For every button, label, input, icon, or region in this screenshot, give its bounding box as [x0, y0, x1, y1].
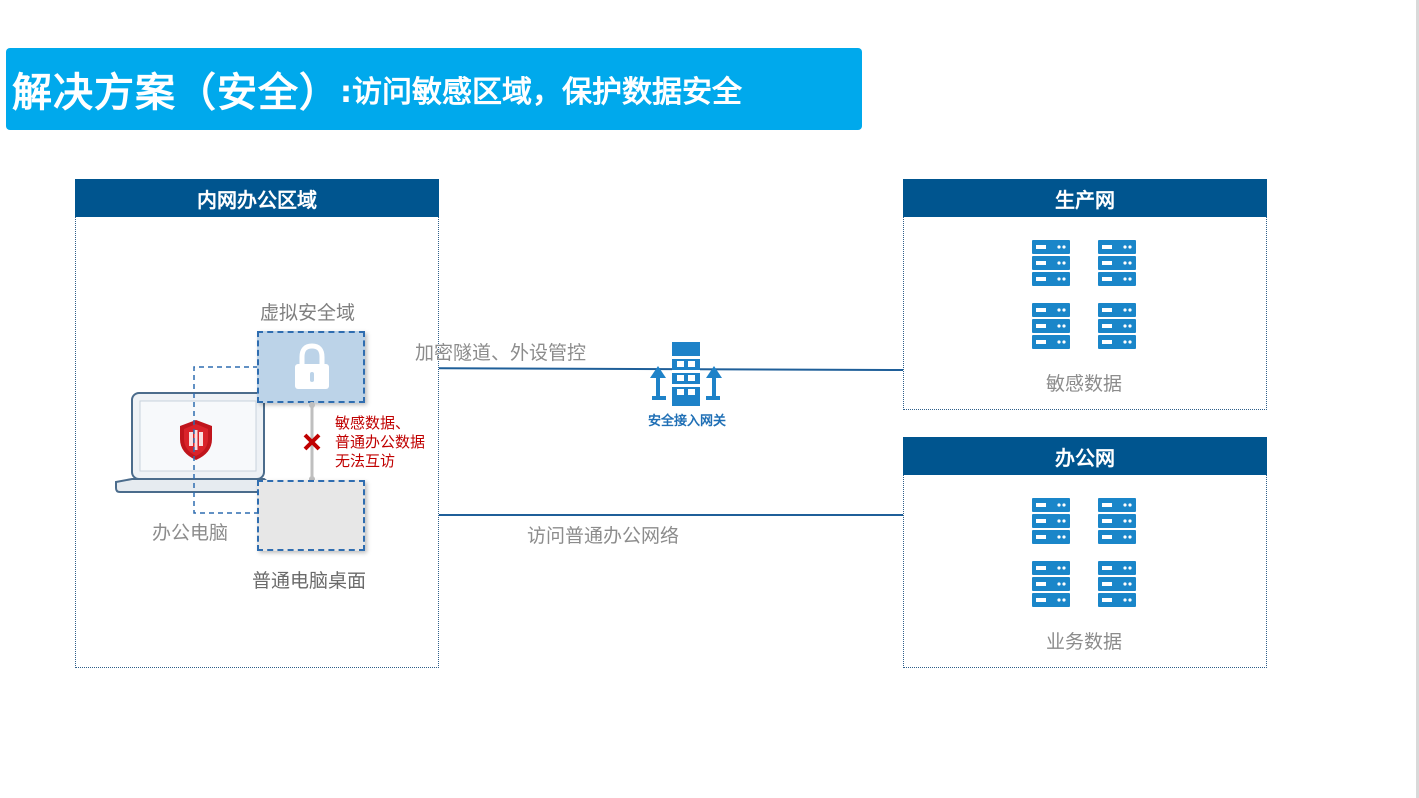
normal-desktop-box: [257, 480, 365, 551]
tunnel-link-line: [365, 367, 906, 371]
page-subtitle: :访问敏感区域，保护数据安全: [340, 75, 742, 110]
title-banner: 解决方案（安全） :访问敏感区域，保护数据安全: [6, 48, 862, 130]
intranet-zone-header: 内网办公区域: [75, 179, 439, 217]
page-title: 解决方案（安全）: [12, 70, 340, 116]
server-icon: [1098, 561, 1136, 607]
server-icon: [1098, 498, 1136, 544]
domain-outline: [193, 366, 258, 514]
tunnel-label: 加密隧道、外设管控: [415, 342, 587, 364]
gateway-label: 安全接入网关: [648, 414, 727, 429]
block-note-line-2: 普通办公数据: [335, 433, 426, 451]
server-icon: [1032, 240, 1070, 286]
office-link-label: 访问普通办公网络: [527, 525, 680, 547]
gateway-icon: [650, 342, 722, 406]
virtual-domain-label: 虚拟安全域: [260, 302, 356, 324]
production-zone: 生产网: [903, 179, 1267, 410]
server-icon: [1098, 240, 1136, 286]
pc-label: 办公电脑: [152, 522, 229, 544]
business-data-label: 业务数据: [1046, 631, 1123, 653]
sensitive-data-label: 敏感数据: [1046, 373, 1123, 395]
block-note-line-1: 敏感数据、: [335, 414, 411, 432]
block-note-line-3: 无法互访: [335, 452, 396, 470]
office-network-zone: 办公网: [903, 437, 1267, 668]
desktop-label: 普通电脑桌面: [252, 570, 367, 592]
page-edge: [1416, 0, 1419, 798]
server-icon: [1032, 561, 1070, 607]
server-icon: [1032, 498, 1070, 544]
production-zone-header: 生产网: [903, 179, 1267, 217]
blocked-x-icon: [303, 433, 321, 451]
server-icon: [1032, 303, 1070, 349]
server-icon: [1098, 303, 1136, 349]
shield-icon: [180, 420, 212, 460]
lock-icon: [295, 343, 329, 389]
office-network-zone-header: 办公网: [903, 437, 1267, 475]
virtual-security-domain-box: [257, 331, 365, 403]
